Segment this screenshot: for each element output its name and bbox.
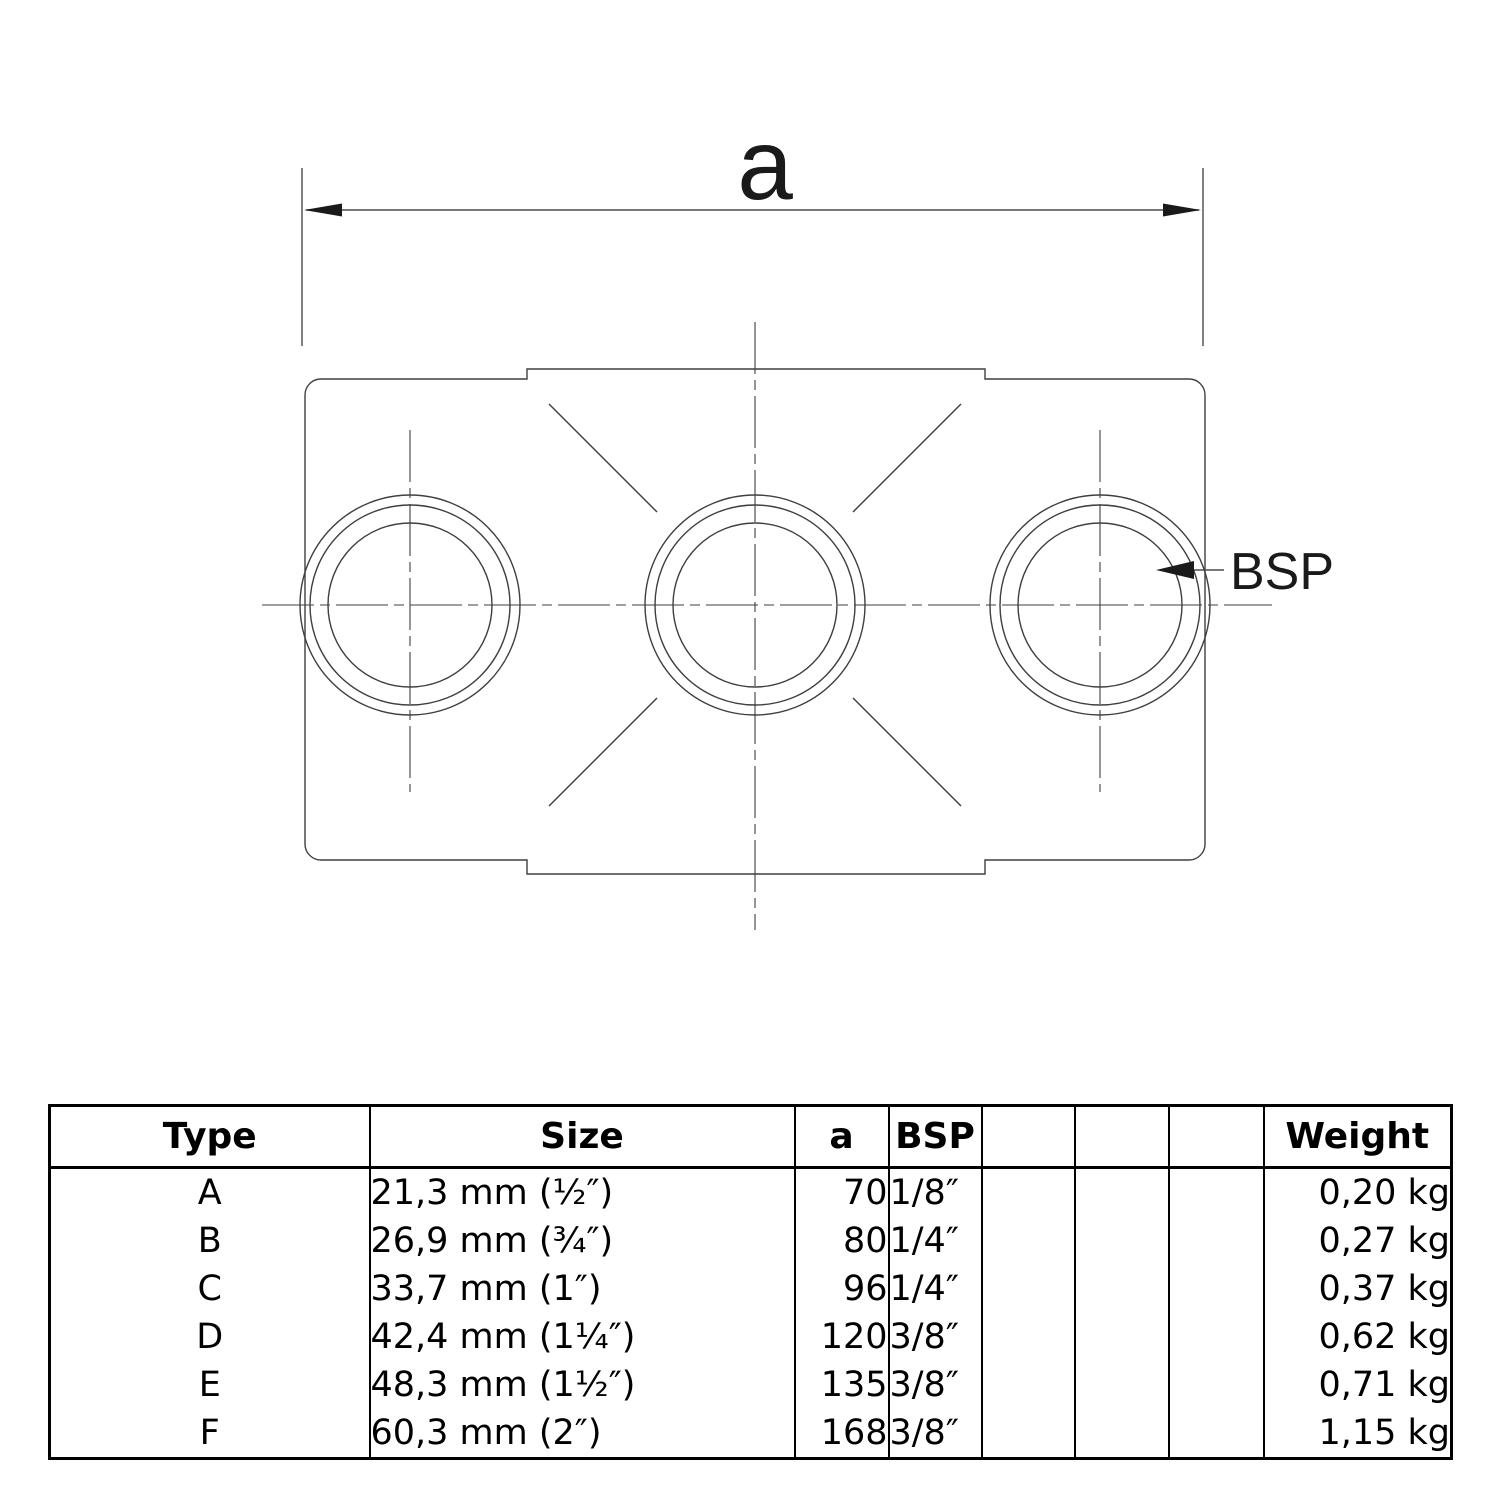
cell-size: 26,9 mm (¾″) — [368, 1217, 795, 1265]
table-row: F 60,3 mm (2″) 168 3/8″ 1,15 kg — [50, 1409, 1452, 1459]
cell-empty — [980, 1409, 1075, 1459]
cell-empty — [1167, 1265, 1264, 1313]
bsp-arrowhead-icon — [1156, 561, 1194, 579]
header-type: Type — [49, 1105, 370, 1169]
cell-empty — [1073, 1409, 1169, 1459]
cell-a: 96 — [793, 1265, 889, 1313]
bsp-label: BSP — [1230, 543, 1334, 601]
cell-empty — [1167, 1361, 1264, 1409]
cell-empty — [980, 1265, 1075, 1313]
cell-weight: 0,37 kg — [1262, 1265, 1452, 1313]
cell-empty — [1073, 1313, 1169, 1361]
header-empty-3 — [1167, 1105, 1264, 1169]
cell-empty — [1073, 1167, 1169, 1217]
cell-empty — [1073, 1361, 1169, 1409]
cell-empty — [1167, 1313, 1264, 1361]
cell-empty — [1073, 1217, 1169, 1265]
cell-size: 33,7 mm (1″) — [368, 1265, 795, 1313]
body-outline — [304, 368, 1206, 875]
diagonal-bottom-left — [548, 697, 658, 807]
header-bsp: BSP — [887, 1105, 982, 1169]
cell-type: D — [196, 1317, 224, 1357]
cell-a: 120 — [793, 1313, 889, 1361]
cell-weight: 0,71 kg — [1262, 1361, 1452, 1409]
cell-weight: 0,20 kg — [1262, 1167, 1452, 1217]
cell-empty — [1167, 1409, 1264, 1459]
cell-empty — [1073, 1265, 1169, 1313]
cell-a: 80 — [793, 1217, 889, 1265]
header-empty-1 — [980, 1105, 1075, 1169]
cell-bsp: 1/4″ — [887, 1265, 982, 1313]
cell-bsp: 1/8″ — [887, 1167, 982, 1217]
table-row: B 26,9 mm (¾″) 80 1/4″ 0,27 kg — [50, 1217, 1452, 1265]
cell-empty — [1167, 1167, 1264, 1217]
cell-a: 135 — [793, 1361, 889, 1409]
header-size: Size — [368, 1105, 795, 1169]
cell-type: C — [197, 1269, 222, 1309]
diagonal-bottom-right — [852, 697, 962, 807]
cell-a: 70 — [793, 1167, 889, 1217]
cell-empty — [980, 1167, 1075, 1217]
spec-table: Type Size a BSP Weight A 21,3 mm (½″) 70… — [48, 1104, 1453, 1460]
cell-bsp: 3/8″ — [887, 1409, 982, 1459]
cell-bsp: 1/4″ — [887, 1217, 982, 1265]
cell-empty — [1167, 1217, 1264, 1265]
diagonal-top-left — [548, 403, 658, 513]
cell-empty — [980, 1313, 1075, 1361]
cell-empty — [980, 1217, 1075, 1265]
arrowhead-left-icon — [304, 203, 342, 217]
cell-a: 168 — [793, 1409, 889, 1459]
fitting-drawing: a BSP — [262, 109, 1334, 930]
arrowhead-right-icon — [1163, 203, 1201, 217]
cell-type: B — [197, 1221, 222, 1261]
table-row: D 42,4 mm (1¼″) 120 3/8″ 0,62 kg — [50, 1313, 1452, 1361]
dimension-label: a — [737, 109, 793, 221]
cell-type: F — [199, 1413, 220, 1453]
cell-weight: 0,62 kg — [1262, 1313, 1452, 1361]
table-row: E 48,3 mm (1½″) 135 3/8″ 0,71 kg — [50, 1361, 1452, 1409]
cell-size: 48,3 mm (1½″) — [368, 1361, 795, 1409]
cell-type: E — [198, 1365, 221, 1405]
cell-size: 21,3 mm (½″) — [368, 1167, 795, 1217]
header-weight: Weight — [1262, 1105, 1452, 1169]
cell-empty — [980, 1361, 1075, 1409]
header-empty-2 — [1073, 1105, 1169, 1169]
cell-size: 60,3 mm (2″) — [368, 1409, 795, 1459]
diagonal-top-right — [852, 403, 962, 513]
cell-type: A — [197, 1173, 222, 1213]
table-row: A 21,3 mm (½″) 70 1/8″ 0,20 kg — [50, 1167, 1452, 1217]
cell-bsp: 3/8″ — [887, 1361, 982, 1409]
cell-weight: 0,27 kg — [1262, 1217, 1452, 1265]
spec-table-header-row: Type Size a BSP Weight — [49, 1105, 1452, 1169]
cell-size: 42,4 mm (1¼″) — [368, 1313, 795, 1361]
cell-bsp: 3/8″ — [887, 1313, 982, 1361]
header-a: a — [793, 1105, 889, 1169]
cell-weight: 1,15 kg — [1262, 1409, 1452, 1459]
table-row: C 33,7 mm (1″) 96 1/4″ 0,37 kg — [50, 1265, 1452, 1313]
